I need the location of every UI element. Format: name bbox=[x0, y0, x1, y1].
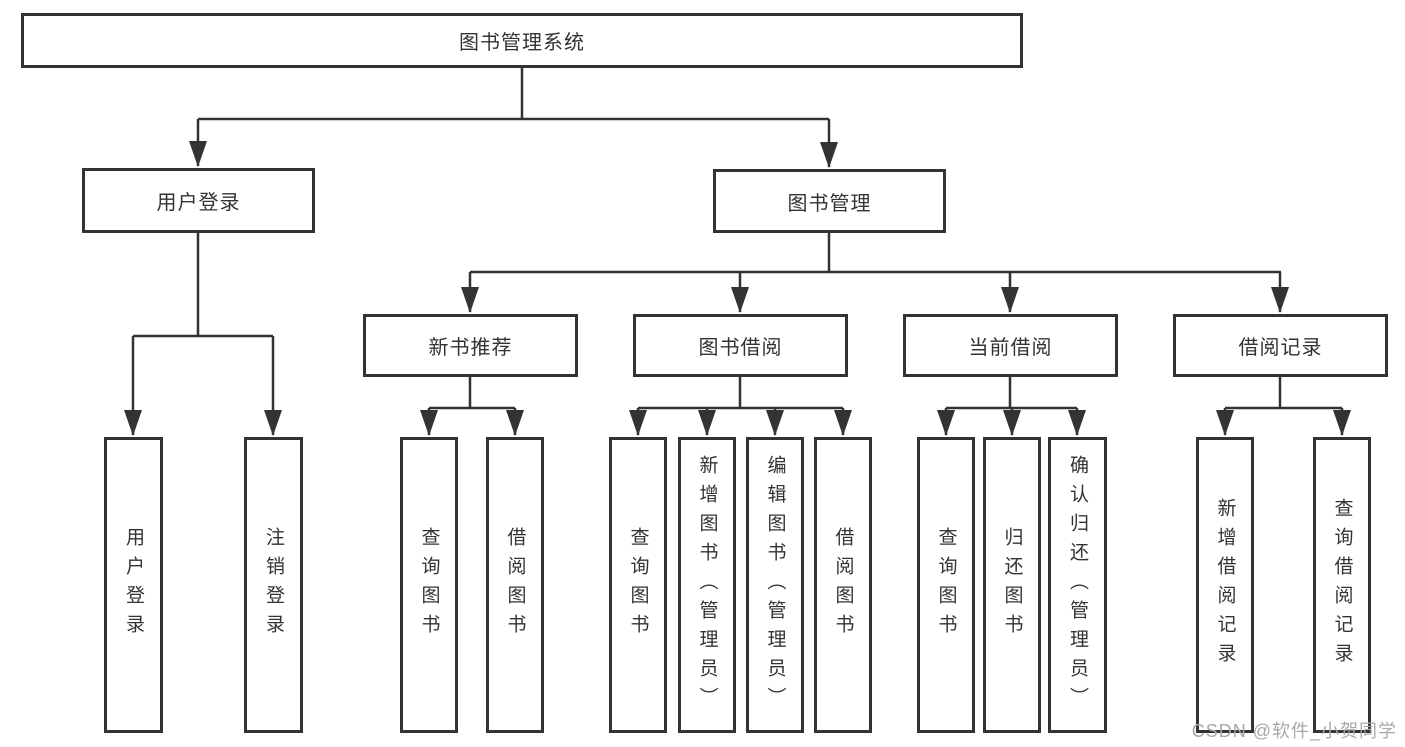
leaf-confirm-return-admin: 确认归还（管理员） bbox=[1048, 437, 1107, 733]
node-book-borrow-label: 图书借阅 bbox=[698, 337, 783, 359]
leaf-logout-login: 注销登录 bbox=[244, 437, 303, 733]
node-borrow-records: 借阅记录 bbox=[1173, 314, 1388, 377]
leaf-query-book-recommend-label: 查询图书 bbox=[418, 527, 440, 643]
leaf-edit-book-admin-label: 编辑图书（管理员） bbox=[764, 454, 786, 716]
node-current-borrow-label: 当前借阅 bbox=[968, 337, 1053, 359]
leaf-borrow-book: 借阅图书 bbox=[814, 437, 872, 733]
node-current-borrow: 当前借阅 bbox=[903, 314, 1118, 377]
node-user-login: 用户登录 bbox=[82, 168, 315, 233]
leaf-borrow-book-recommend: 借阅图书 bbox=[486, 437, 544, 733]
leaf-add-book-admin: 新增图书（管理员） bbox=[678, 437, 736, 733]
csdn-watermark: CSDN @软件_小贺同学 bbox=[1191, 721, 1397, 741]
connector-group bbox=[124, 68, 1351, 436]
leaf-user-login: 用户登录 bbox=[104, 437, 163, 733]
leaf-query-book-borrow: 查询图书 bbox=[609, 437, 667, 733]
leaf-query-book-current: 查询图书 bbox=[917, 437, 975, 733]
leaf-add-borrow-record-label: 新增借阅记录 bbox=[1214, 498, 1236, 672]
leaf-return-book-label: 归还图书 bbox=[1001, 527, 1023, 643]
leaf-add-book-admin-label: 新增图书（管理员） bbox=[696, 454, 718, 716]
node-borrow-records-label: 借阅记录 bbox=[1238, 337, 1323, 359]
leaf-query-book-recommend: 查询图书 bbox=[400, 437, 458, 733]
leaf-add-borrow-record: 新增借阅记录 bbox=[1196, 437, 1254, 733]
node-new-book-recommend: 新书推荐 bbox=[363, 314, 578, 377]
leaf-borrow-book-recommend-label: 借阅图书 bbox=[504, 527, 526, 643]
node-book-management-label: 图书管理 bbox=[787, 192, 872, 215]
node-book-borrow: 图书借阅 bbox=[633, 314, 848, 377]
node-system-root: 图书管理系统 bbox=[21, 13, 1023, 68]
leaf-query-book-current-label: 查询图书 bbox=[935, 527, 957, 643]
leaf-logout-login-label: 注销登录 bbox=[263, 527, 284, 643]
leaf-query-borrow-record: 查询借阅记录 bbox=[1313, 437, 1371, 733]
leaf-borrow-book-label: 借阅图书 bbox=[832, 527, 854, 643]
node-book-management: 图书管理 bbox=[713, 169, 946, 233]
leaf-confirm-return-admin-label: 确认归还（管理员） bbox=[1067, 454, 1088, 716]
node-system-root-label: 图书管理系统 bbox=[459, 32, 585, 54]
leaf-query-book-borrow-label: 查询图书 bbox=[627, 527, 649, 643]
node-new-book-recommend-label: 新书推荐 bbox=[428, 337, 513, 359]
leaf-edit-book-admin: 编辑图书（管理员） bbox=[746, 437, 804, 733]
node-user-login-label: 用户登录 bbox=[156, 192, 241, 214]
leaf-return-book: 归还图书 bbox=[983, 437, 1041, 733]
leaf-query-borrow-record-label: 查询借阅记录 bbox=[1331, 498, 1353, 672]
leaf-user-login-label: 用户登录 bbox=[123, 527, 144, 643]
